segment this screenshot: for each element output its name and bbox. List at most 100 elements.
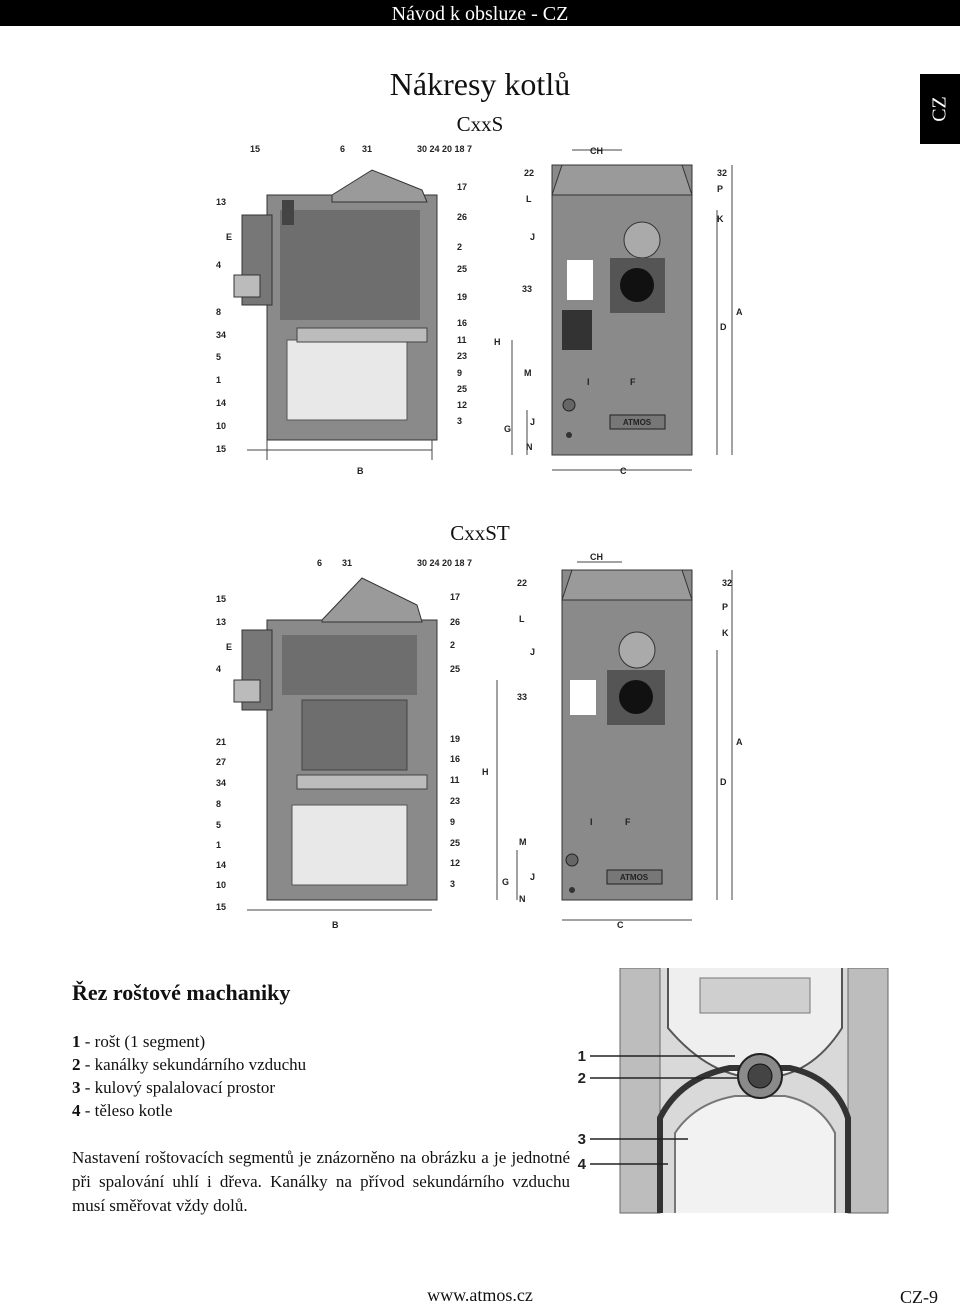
label: 25 [457, 264, 467, 274]
dimension-label: A [736, 737, 743, 747]
dimension-label: CH [590, 552, 603, 562]
dimension-label: I [587, 377, 590, 387]
label: 21 [216, 737, 226, 747]
label: 25 [450, 664, 460, 674]
dimension-label: E [226, 642, 232, 652]
figure2-title: CxxST [450, 521, 510, 545]
label: N [526, 442, 533, 452]
label: 5 [216, 352, 221, 362]
label: 12 [457, 400, 467, 410]
brand-plate: ATMOS [620, 873, 649, 882]
label: 34 [216, 778, 226, 788]
label: 14 [216, 398, 226, 408]
label: 6 [340, 144, 345, 154]
legend-item: 3 - kulový spalalovací prostor [72, 1078, 276, 1097]
section-title: Řez roštové machaniky [72, 980, 291, 1005]
page-number: CZ-9 [900, 1287, 938, 1307]
dimension-label: D [720, 777, 727, 787]
label: 32 [717, 168, 727, 178]
boiler-front-view: ATMOS [496, 561, 733, 921]
label: L [519, 614, 525, 624]
label: P [722, 602, 728, 612]
label: 15 [216, 902, 226, 912]
dimension-label: H [494, 337, 501, 347]
dimension-label: H [482, 767, 489, 777]
boiler-side-section [233, 577, 438, 911]
figure1-title: CxxS [456, 112, 504, 136]
legend-item: 2 - kanálky sekundárního vzduchu [72, 1055, 307, 1074]
dimension-label: J [530, 872, 535, 882]
label: M [524, 368, 532, 378]
boiler-side-section [233, 169, 438, 460]
label: 16 [457, 318, 467, 328]
dimension-label: I [590, 817, 593, 827]
label: 31 [342, 558, 352, 568]
label: 11 [450, 775, 460, 785]
detail-label-1: 1 [578, 1048, 586, 1065]
label: 10 [216, 880, 226, 890]
label: 4 [216, 664, 221, 674]
label: 23 [457, 351, 467, 361]
label: 11 [457, 335, 467, 345]
label: 26 [450, 617, 460, 627]
legend-item: 4 - těleso kotle [72, 1101, 173, 1120]
label: 15 [216, 444, 226, 454]
dimension-label: C [617, 920, 624, 930]
label: 10 [216, 421, 226, 431]
page-title: Nákresy kotlů [389, 66, 571, 102]
label: 30 24 20 18 7 [417, 558, 472, 568]
label: 33 [517, 692, 527, 702]
label: K [717, 214, 724, 224]
instruction-paragraph: Nastavení roštovacích segmentů je znázor… [72, 1148, 570, 1215]
label: 19 [450, 734, 460, 744]
brand-plate: ATMOS [623, 418, 652, 427]
detail-label-4: 4 [578, 1156, 587, 1173]
label: 31 [362, 144, 372, 154]
label: 2 [457, 242, 462, 252]
dimension-label: C [620, 466, 627, 476]
label: 22 [524, 168, 534, 178]
label: 9 [450, 817, 455, 827]
figure2-drawing: ATMOS 6 31 30 24 20 18 7 15 13 4 21 27 3… [212, 550, 752, 940]
header-title: Návod k obsluze - CZ [391, 3, 569, 25]
label: 25 [457, 384, 467, 394]
dimension-label: A [736, 307, 743, 317]
dimension-label: CH [590, 146, 603, 156]
language-tab: CZ [920, 74, 960, 144]
label: 17 [450, 592, 460, 602]
dimension-label: F [630, 377, 636, 387]
label: 22 [517, 578, 527, 588]
detail-label-3: 3 [578, 1131, 586, 1148]
label: 16 [450, 754, 460, 764]
label: 17 [457, 182, 467, 192]
dimension-label: J [530, 417, 535, 427]
header-bar: Návod k obsluze - CZ [0, 0, 960, 26]
label: 34 [216, 330, 226, 340]
label: 23 [450, 796, 460, 806]
dimension-label: F [625, 817, 631, 827]
label: 8 [216, 307, 221, 317]
label: 14 [216, 860, 226, 870]
label: 5 [216, 820, 221, 830]
label: P [717, 184, 723, 194]
detail-label-2: 2 [578, 1070, 586, 1087]
label: M [519, 837, 527, 847]
label: 6 [317, 558, 322, 568]
label: K [722, 628, 729, 638]
label: 3 [457, 416, 462, 426]
figure1-drawing: ATMOS 15 6 31 30 24 20 18 7 13 4 8 34 5 … [212, 140, 752, 500]
dimension-label: B [357, 466, 364, 476]
label: 26 [457, 212, 467, 222]
label: 3 [450, 879, 455, 889]
footer-url[interactable]: www.atmos.cz [427, 1285, 533, 1305]
label: 25 [450, 838, 460, 848]
dimension-label: B [332, 920, 339, 930]
label: 32 [722, 578, 732, 588]
label: 9 [457, 368, 462, 378]
dimension-label: J [530, 647, 535, 657]
label: 13 [216, 197, 226, 207]
label: 33 [522, 284, 532, 294]
dimension-label: G [504, 424, 511, 434]
dimension-label: E [226, 232, 232, 242]
dimension-label: G [502, 877, 509, 887]
